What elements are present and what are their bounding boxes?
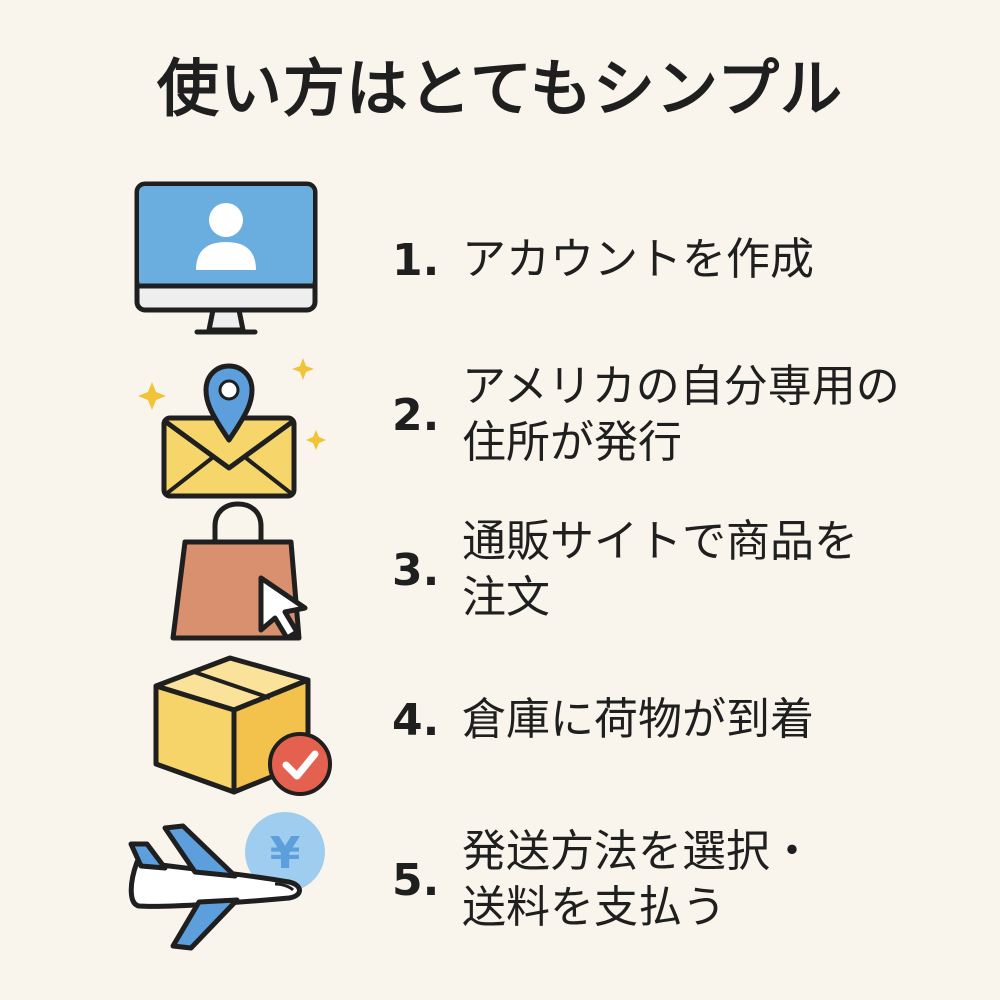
sparkle-icon xyxy=(138,358,326,450)
step-number: 2. xyxy=(392,389,440,441)
step-label: 倉庫に荷物が到着 xyxy=(462,692,932,748)
step-label: 発送方法を選択・ 送料を支払う xyxy=(462,824,932,936)
step-3-text: 3. 通販サイトで商品を 注文 xyxy=(392,505,932,635)
step-number: 1. xyxy=(392,234,440,286)
step-4: 4. 倉庫に荷物が到着 xyxy=(0,650,1000,800)
shopping-bag-cursor-icon xyxy=(165,500,315,645)
step-1-text: 1. アカウントを作成 xyxy=(392,210,932,310)
step-label-line: 住所が発行 xyxy=(462,417,682,468)
step-label: 通販サイトで商品を 注文 xyxy=(462,514,932,626)
step-label-line: 通販サイトで商品を xyxy=(462,516,858,567)
step-1: 1. アカウントを作成 xyxy=(0,180,1000,340)
step-label-line: 発送方法を選択・ xyxy=(462,826,814,877)
step-2-text: 2. アメリカの自分専用の 住所が発行 xyxy=(392,350,932,480)
package-check-icon xyxy=(150,652,340,800)
airplane-yen-icon: ¥ xyxy=(125,804,335,954)
step-2: 2. アメリカの自分専用の 住所が発行 xyxy=(0,340,1000,500)
step-label-line: 注文 xyxy=(462,572,550,623)
step-label: アカウントを作成 xyxy=(462,232,932,288)
step-label-line: アカウントを作成 xyxy=(462,234,814,285)
svg-text:¥: ¥ xyxy=(270,828,301,879)
step-5-text: 5. 発送方法を選択・ 送料を支払う xyxy=(392,815,932,945)
envelope-location-icon xyxy=(130,350,340,500)
page-title: 使い方はとてもシンプル xyxy=(156,52,844,125)
step-number: 3. xyxy=(392,544,440,596)
step-4-text: 4. 倉庫に荷物が到着 xyxy=(392,670,932,770)
step-label-line: アメリカの自分専用の xyxy=(462,361,900,412)
step-label: アメリカの自分専用の 住所が発行 xyxy=(462,359,932,471)
step-label-line: 送料を支払う xyxy=(462,882,726,933)
step-label-line: 倉庫に荷物が到着 xyxy=(462,694,814,745)
step-number: 4. xyxy=(392,694,440,746)
step-3: 3. 通販サイトで商品を 注文 xyxy=(0,500,1000,650)
step-5: ¥ 5. 発送方法を選択・ 送料を支払う xyxy=(0,800,1000,960)
step-number: 5. xyxy=(392,854,440,906)
computer-user-icon xyxy=(133,180,323,340)
